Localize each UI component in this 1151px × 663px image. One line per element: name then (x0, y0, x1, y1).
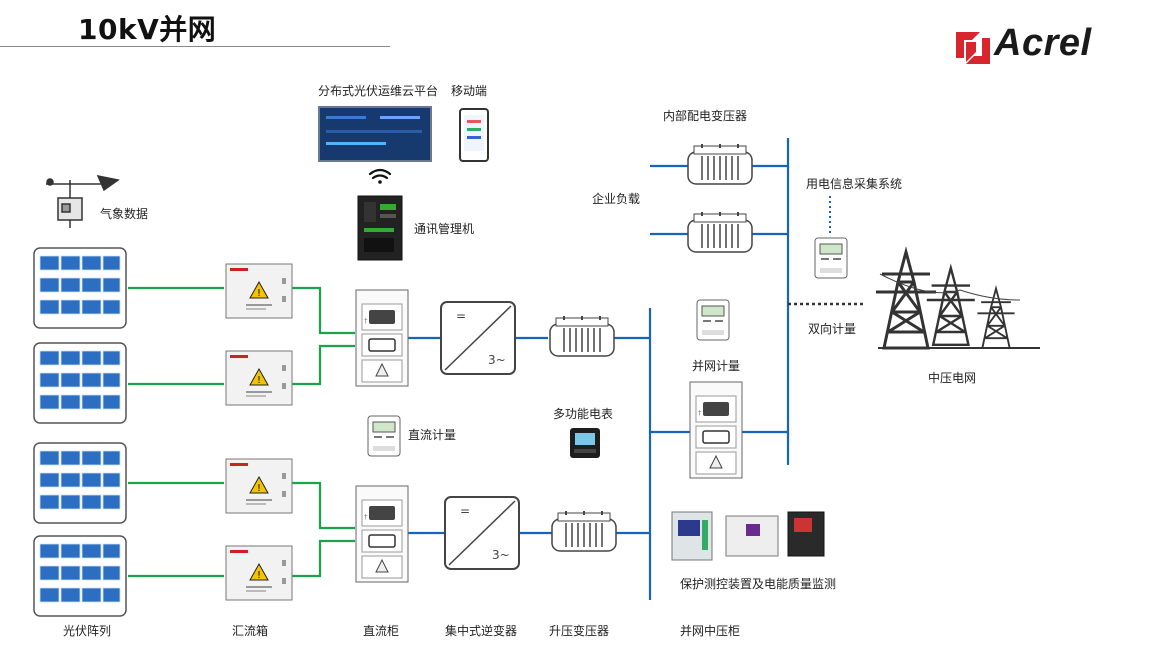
grid-meter-device (696, 299, 730, 341)
step-up-transformer-2 (551, 510, 617, 552)
inverter-1-dc-symbol: = (456, 309, 466, 323)
step-up-transformer-1 (549, 315, 615, 357)
inverter-1-ac-symbol: 3~ (488, 353, 506, 367)
combiner-box-2 (225, 350, 293, 406)
combiner-box-1 (225, 263, 293, 319)
inner-transformer-2 (687, 211, 753, 253)
pv-panel-4 (33, 535, 127, 617)
green-dc-lines (128, 286, 355, 578)
pv-panel-2 (33, 342, 127, 424)
power-info-label: 用电信息采集系统 (806, 177, 903, 191)
grid-meter-label: 并网计量 (692, 359, 741, 373)
footer-pv-array: 光伏阵列 (63, 624, 112, 638)
protection-device-3 (787, 511, 825, 557)
pylon-icon (874, 250, 1040, 350)
brand-name: Acrel (994, 22, 1092, 64)
pv-panel-1 (33, 247, 127, 329)
footer-inverter: 集中式逆变器 (445, 624, 518, 638)
multifunction-meter-device (570, 428, 600, 458)
mobile-label: 移动端 (451, 84, 488, 98)
protection-label: 保护测控装置及电能质量监测 (680, 577, 837, 591)
inverter-2-ac-symbol: 3~ (492, 548, 510, 562)
bidirectional-label: 双向计量 (808, 322, 857, 336)
multi-meter-label: 多功能电表 (553, 407, 614, 421)
inner-transformer-label: 内部配电变压器 (663, 109, 748, 123)
medium-grid-label: 中压电网 (928, 371, 977, 385)
weather-station-icon (46, 174, 120, 228)
dc-cabinet-1 (355, 289, 409, 387)
protection-device-2 (725, 515, 779, 557)
comm-manager-device (357, 195, 403, 261)
bidirectional-meter-device (814, 237, 848, 279)
dc-meter-label: 直流计量 (408, 428, 457, 442)
footer-dc-cabinet: 直流柜 (363, 624, 400, 638)
footer-mv-cabinet: 并网中压柜 (680, 624, 741, 638)
comm-manager-label: 通讯管理机 (414, 222, 475, 236)
page-title: 10kV并网 (78, 13, 217, 46)
weather-label: 气象数据 (100, 207, 149, 221)
combiner-box-4 (225, 545, 293, 601)
title-underline (0, 46, 390, 47)
mobile-phone (459, 108, 489, 162)
blue-ac-lines (408, 138, 790, 600)
cloud-platform-screen (318, 106, 432, 162)
footer-combiner: 汇流箱 (232, 624, 269, 638)
dc-cabinet-2 (355, 485, 409, 583)
inverter-2-dc-symbol: = (460, 504, 470, 518)
enterprise-load-label: 企业负载 (592, 192, 641, 206)
pv-panel-3 (33, 442, 127, 524)
brand-logo: Acrel (954, 22, 1134, 70)
mv-grid-cabinet (689, 381, 743, 479)
cloud-platform-label: 分布式光伏运维云平台 (318, 84, 439, 98)
dc-meter-device (367, 415, 401, 457)
protection-device-1 (671, 511, 713, 561)
footer-step-up: 升压变压器 (549, 624, 610, 638)
inner-transformer-1 (687, 143, 753, 185)
combiner-box-3 (225, 458, 293, 514)
brand-mark-icon (956, 32, 990, 64)
wifi-icon (368, 168, 392, 184)
